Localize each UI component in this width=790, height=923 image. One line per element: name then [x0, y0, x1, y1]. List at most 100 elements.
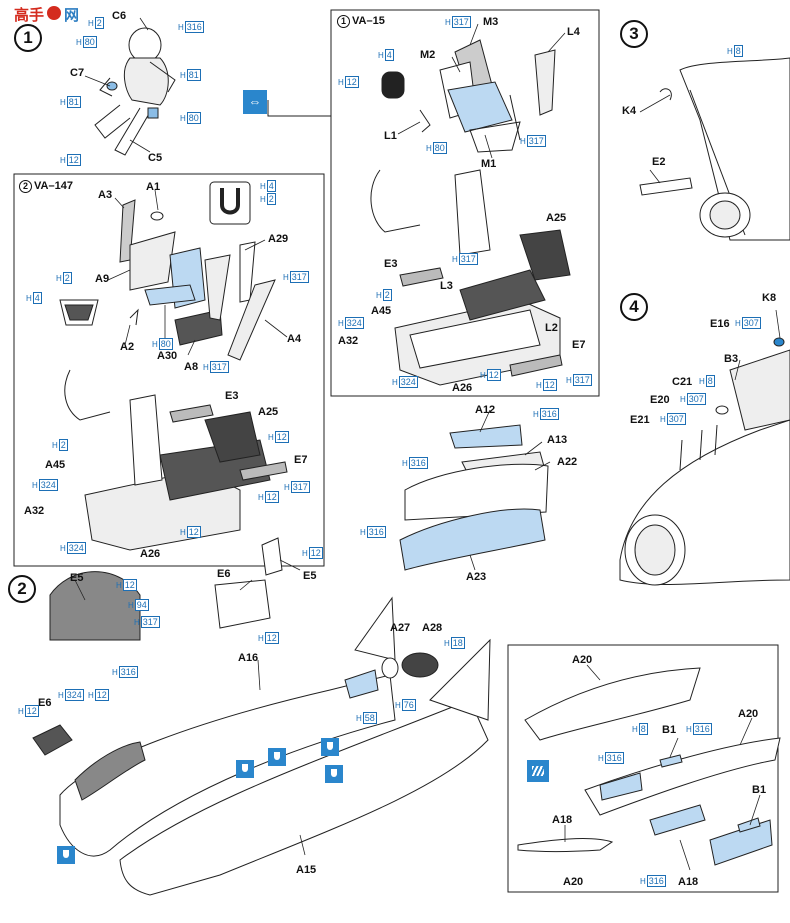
part-label: A8 [184, 361, 199, 373]
swap-arrows-icon: ⇔ [243, 90, 267, 114]
step4-fuselage [619, 337, 790, 586]
leader-lines [74, 17, 781, 871]
glue-symbol-icon [236, 760, 254, 778]
part-label: L4 [567, 26, 580, 38]
part-label: E3 [384, 258, 398, 270]
part-label: E7 [572, 339, 586, 351]
part-label: E2 [652, 156, 666, 168]
glue-symbol-icon [321, 738, 339, 756]
panel-va147-frame [13, 173, 325, 567]
panel-va147-number: 2 [19, 180, 32, 193]
part-label: A18 [678, 876, 699, 888]
part-label: C5 [148, 152, 163, 164]
part-label: B1 [662, 724, 677, 736]
panel-tail-detail-frame [507, 644, 779, 893]
part-label: A25 [258, 406, 279, 418]
part-label: A20 [563, 876, 584, 888]
part-label: A1 [146, 181, 161, 193]
part-label: A23 [466, 571, 487, 583]
watermark-suffix: 网 [64, 7, 80, 24]
part-label: A26 [452, 382, 473, 394]
part-label: A12 [475, 404, 496, 416]
step3-wing-and-intake [639, 57, 790, 241]
panel-va15-number: 1 [337, 15, 350, 28]
part-label: A16 [238, 652, 259, 664]
part-label: C7 [70, 67, 85, 79]
part-label: A13 [547, 434, 568, 446]
part-label: A2 [120, 341, 135, 353]
part-label: M3 [483, 16, 499, 28]
glue-symbol-icon [325, 765, 343, 783]
va147-cockpit-tub [64, 369, 288, 551]
pilot-figure [94, 27, 176, 156]
part-label: A29 [268, 233, 289, 245]
part-label: L1 [384, 130, 397, 142]
part-label: M2 [420, 49, 436, 61]
part-label: A30 [157, 350, 178, 362]
part-label: A32 [338, 335, 359, 347]
part-label: A18 [552, 814, 573, 826]
part-label: A9 [95, 273, 110, 285]
canopy-and-nose-parts [399, 424, 549, 571]
part-label: A15 [296, 864, 317, 876]
part-label: E20 [650, 394, 670, 406]
part-label: A26 [140, 548, 161, 560]
part-label: B1 [752, 784, 767, 796]
part-label: A45 [371, 305, 392, 317]
part-label: E16 [710, 318, 730, 330]
panel-va15-label: VA–15 [352, 15, 385, 27]
part-label: C21 [672, 376, 693, 388]
part-label: A3 [98, 189, 113, 201]
decal-symbol-icon [527, 760, 549, 782]
part-label: A28 [422, 622, 443, 634]
part-label: B3 [724, 353, 739, 365]
va15-cockpit-tub [370, 169, 571, 386]
step-1-number: 1 [14, 24, 42, 52]
glue-symbol-icon [57, 846, 75, 864]
part-label: E7 [294, 454, 308, 466]
panel-va147-label: VA–147 [34, 180, 73, 192]
